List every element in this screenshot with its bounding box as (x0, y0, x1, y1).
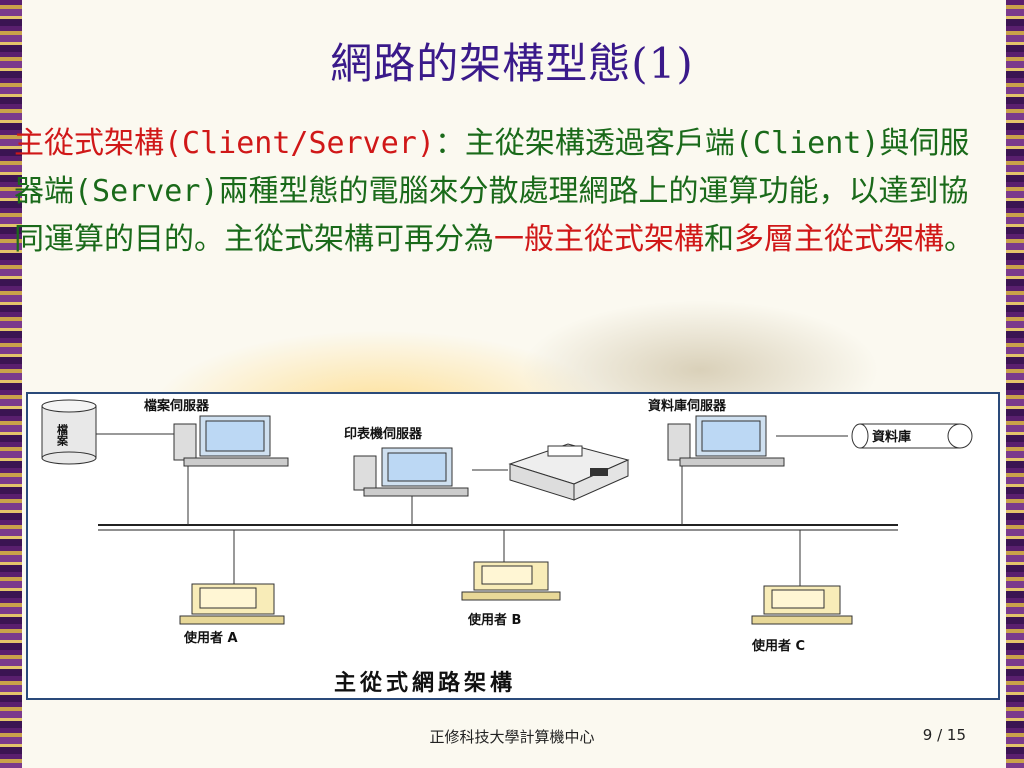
database-server-label: 資料庫伺服器 (648, 398, 727, 414)
database-server-computer-icon (667, 415, 785, 467)
slide-body-text: 主從式架構(Client/Server)：主從架構透過客戶端(Client)與伺… (14, 120, 998, 264)
term-client-server: 主從式架構(Client/Server) (14, 126, 435, 161)
print-server-label: 印表機伺服器 (344, 426, 423, 442)
body-text-segment: 。 (944, 222, 974, 257)
user-c-label: 使用者 C (751, 638, 805, 654)
footer-organization: 正修科技大學計算機中心 (429, 728, 595, 746)
client-server-diagram: 檔案 檔案伺服器 印表機伺服器 資料庫伺服器 (26, 392, 1000, 700)
user-c-computer-icon (751, 585, 853, 625)
database-label: 資料庫 (872, 429, 911, 445)
left-decorative-border (0, 0, 22, 768)
body-text-segment: ：主從架構透過客戶端(Client)與伺服器端(Server)兩種型態的電腦來分… (14, 126, 970, 257)
file-server-label: 檔案伺服器 (144, 398, 210, 414)
user-a-label: 使用者 A (183, 630, 238, 646)
slide-footer: 正修科技大學計算機中心 9 / 15 (0, 722, 1024, 746)
diagram-svg: 檔案 檔案伺服器 印表機伺服器 資料庫伺服器 (41, 398, 973, 696)
term-general-client-server: 一般主從式架構 (494, 222, 704, 257)
file-server-computer-icon (173, 415, 289, 467)
user-a-computer-icon (179, 583, 285, 625)
printer-icon (508, 443, 630, 501)
diagram-caption: 主從式網路架構 (334, 670, 516, 696)
term-multitier-client-server: 多層主從式架構 (734, 222, 944, 257)
file-storage-icon (41, 399, 97, 465)
right-decorative-border (1006, 0, 1024, 768)
database-icon (851, 423, 973, 449)
body-text-segment: 和 (704, 222, 734, 257)
page-number: 9 / 15 (922, 726, 966, 744)
user-b-computer-icon (461, 561, 561, 601)
slide-title: 網路的架構型態(1) (330, 39, 694, 88)
user-b-label: 使用者 B (467, 612, 521, 628)
file-storage-label: 檔案 (56, 423, 70, 447)
print-server-computer-icon (353, 447, 469, 497)
